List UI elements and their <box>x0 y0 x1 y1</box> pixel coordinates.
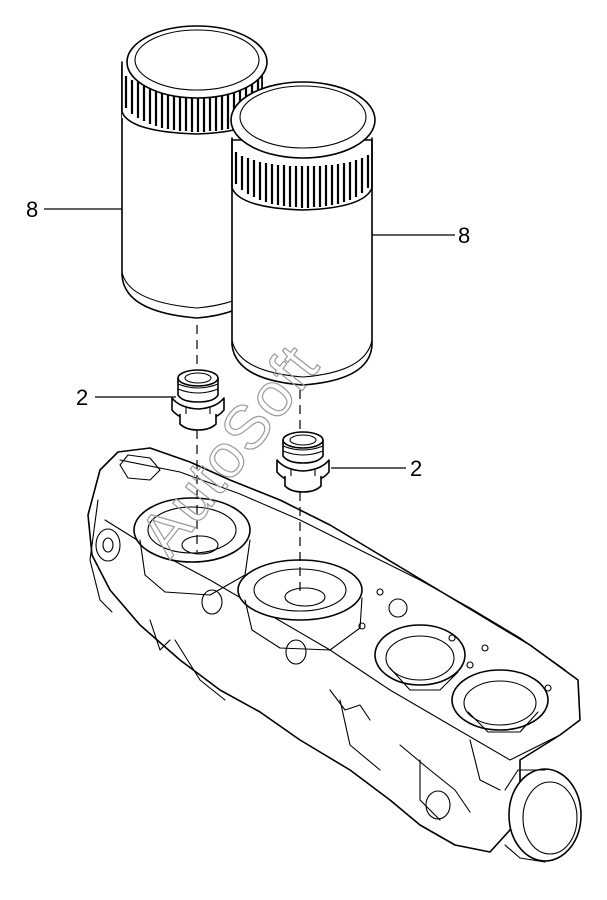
threaded-nipple-right <box>276 431 330 493</box>
leader-lines <box>44 208 455 469</box>
callout-filter-left: 8 <box>26 197 38 222</box>
filter-housing <box>87 447 582 863</box>
callout-filter-right: 8 <box>458 223 470 248</box>
filter-cartridge-right <box>230 81 376 386</box>
callout-nipple-right: 2 <box>410 456 422 481</box>
callout-nipple-left: 2 <box>76 385 88 410</box>
threaded-nipple-left <box>171 369 225 431</box>
assembly-centerlines <box>196 325 301 595</box>
